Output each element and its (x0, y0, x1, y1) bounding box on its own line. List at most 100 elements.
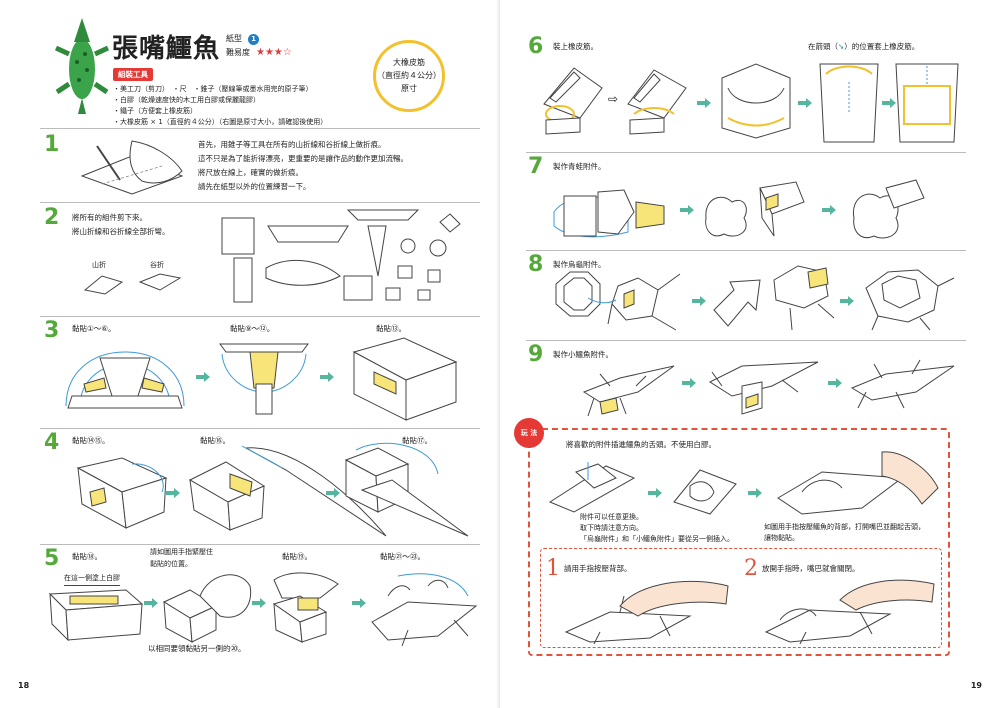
play-step1-text: 請用手指按壓背部。 (564, 564, 632, 573)
play-step1-illustration (564, 580, 729, 645)
arrow-icon (840, 296, 854, 306)
how-to-play-tag: 玩 法 (514, 418, 544, 448)
type-badge: 1 (248, 33, 259, 45)
step6a-illustration-3 (721, 63, 791, 139)
circle-line-2: （直徑約４公分） (377, 71, 441, 80)
step-number: 9 (528, 342, 544, 367)
step9-illustration-1 (582, 365, 675, 417)
step-number: 1 (44, 132, 60, 157)
step9a-text: 製作小鱷魚附件。 (553, 350, 613, 359)
step-number: 5 (44, 546, 60, 571)
step6a-illustration-2 (627, 69, 687, 135)
step2-text: 將所有的組件剪下來。 將山折線和谷折線全部折彎。 (72, 211, 170, 239)
step7a-text: 製作青蛙附件。 (553, 162, 606, 171)
step2-line: 將山折線和谷折線全部折彎。 (72, 227, 170, 236)
play-note: 如圖用手指按壓鱷魚的背部，打開嘴巴並翻起舌頭， (764, 523, 925, 531)
step3c-text: 黏貼⑬。 (376, 324, 406, 333)
parts-layout-illustration (221, 209, 461, 303)
circle-line-3: 原寸 (401, 84, 417, 93)
step6b-illustration-1 (819, 63, 879, 143)
step4c-text: 黏貼⑰。 (402, 436, 432, 445)
play-notes: 附件可以任意更換。 取下時請注意方向。 「烏龜附件」和「小鱷魚附件」要從另一側插… (580, 512, 734, 545)
play-step2-illustration (764, 579, 935, 645)
step-number: 4 (44, 430, 60, 455)
step6a-illustration-1 (543, 67, 603, 135)
step-number: 3 (44, 318, 60, 343)
step1-line: 將尺放在線上，確實的做折痕。 (198, 168, 303, 177)
arrow-icon (682, 378, 696, 388)
step4b-text: 黏貼⑯。 (200, 436, 230, 445)
glue-note: 在這一側塗上白膠 (64, 571, 120, 586)
arrow-icon (828, 378, 842, 388)
step4b-illustration (188, 445, 387, 537)
step5b-line: 請如圖用手指緊壓住 (150, 548, 213, 556)
step5b-line: 黏貼的位置。 (150, 560, 192, 568)
divider (526, 250, 966, 251)
divider (40, 316, 480, 317)
step5c-illustration (272, 572, 339, 643)
arrow-icon (697, 98, 711, 108)
how-to-play-box (528, 428, 950, 656)
arrow-icon (798, 98, 812, 108)
mountain-fold-label: 山折 (92, 261, 106, 269)
fold-examples-illustration (83, 273, 182, 295)
play-attach-illustration (548, 462, 636, 513)
blue-arrow-icon: ➘ (838, 42, 845, 51)
step4c-illustration (344, 442, 469, 537)
step3b-text: 黏貼⑨～⑫。 (230, 324, 275, 333)
type-label: 紙型 (226, 34, 242, 43)
play-steps-box (540, 548, 942, 648)
step6b-text: 在箭頭（➘）的位置套上橡皮筋。 (808, 40, 919, 54)
page-number-left: 18 (18, 681, 30, 690)
step-number: 7 (528, 154, 544, 179)
step1-text: 首先，用錐子等工具在所有的山折線和谷折線上做折痕。 這不只是為了能折得漂亮，更重… (198, 138, 408, 194)
step1-line: 這不只是為了能折得漂亮，更重要的是讓作品的動作更加流暢。 (198, 154, 408, 163)
step6b-pre: 在箭頭（ (808, 42, 838, 51)
play-note: 讓物黏貼。 (764, 534, 799, 542)
step3b-illustration (219, 343, 309, 415)
step5b-text: 請如圖用手指緊壓住 黏貼的位置。 (150, 546, 213, 570)
arrow-icon (352, 598, 366, 608)
step5-bottom-text: 以相同要領黏貼另一側的⑳。 (148, 644, 246, 653)
step5b-illustration (162, 574, 252, 643)
rubber-band-circle: 大橡皮筋 （直徑約４公分） 原寸 (373, 40, 445, 112)
step-number: 8 (528, 252, 544, 277)
step-number: 6 (528, 34, 544, 59)
step6b-post: ）的位置套上橡皮筋。 (844, 42, 920, 51)
hand-scoring-illustration (80, 140, 184, 195)
divider (40, 202, 480, 203)
difficulty-stars: ★★★☆ (256, 47, 292, 58)
arrow-right-icon: ⇨ (608, 92, 619, 106)
tools-line: ・大橡皮筋 × 1（直徑約４公分）（右圖是原寸大小，請確認後使用） (113, 118, 328, 126)
play-note: 附件可以任意更換。 (580, 513, 643, 521)
arrow-icon (882, 98, 896, 108)
arrow-icon (648, 488, 662, 498)
arrow-icon (252, 598, 266, 608)
step4a-illustration (76, 457, 168, 529)
divider (40, 544, 480, 545)
divider (40, 428, 480, 429)
step8-illustration-2 (713, 265, 835, 331)
play-step2-text: 放開手指時，嘴巴就會關閉。 (762, 564, 860, 573)
page-title: 張嘴鱷魚 (112, 34, 221, 64)
step-number: 2 (44, 205, 60, 230)
step5d-illustration (371, 573, 478, 647)
step8-illustration-1 (555, 271, 681, 331)
play-press-illustration (777, 451, 939, 515)
step5a-illustration (48, 589, 144, 642)
arrow-icon (166, 488, 180, 498)
step4a-text: 黏貼⑭⑮。 (72, 436, 110, 445)
crocodile-icon (54, 18, 110, 114)
step8a-text: 製作烏龜附件。 (553, 260, 606, 269)
divider (40, 128, 480, 129)
step5a-text: 黏貼⑱。 (72, 552, 102, 561)
step2-line: 將所有的組件剪下來。 (72, 213, 147, 222)
play-insert-illustration (673, 469, 737, 515)
divider (526, 340, 966, 341)
step6b-illustration-2 (895, 63, 959, 143)
step1-line: 請先在紙型以外的位置練習一下。 (198, 182, 311, 191)
step6a-text: 裝上橡皮筋。 (553, 42, 598, 51)
step7-illustration-2 (705, 181, 805, 237)
step8-illustration-3 (865, 269, 955, 331)
arrow-icon (196, 372, 210, 382)
